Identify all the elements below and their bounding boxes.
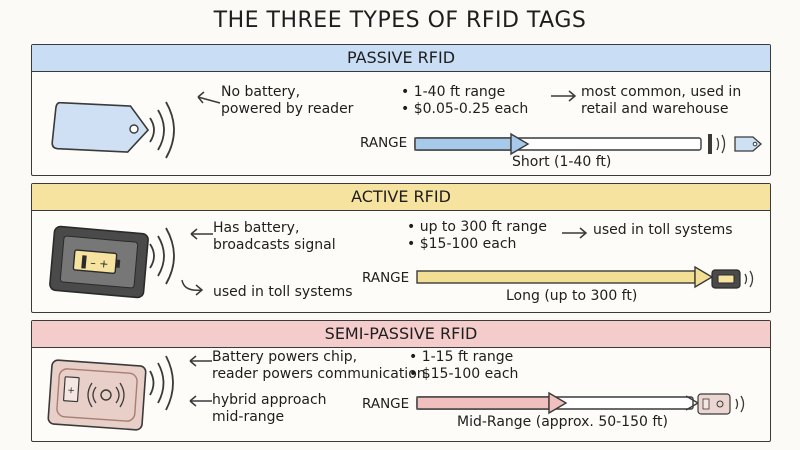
semi-range-label: RANGE — [362, 396, 410, 412]
active-desc-line: broadcasts signal — [213, 237, 336, 253]
passive-desc-line: powered by reader — [221, 101, 354, 117]
note-arrow-icon — [562, 227, 588, 239]
semi-range-bar — [416, 391, 700, 415]
passive-bullet: $0.05-0.25 each — [413, 101, 529, 117]
passive-header: PASSIVE RFID — [32, 45, 770, 72]
active-range-fill — [416, 270, 696, 284]
semi-bullet: $15-100 each — [421, 366, 519, 382]
active-range-sub: Long (up to 300 ft) — [506, 288, 638, 304]
semi-desc-line: reader powers communication — [212, 366, 426, 382]
pointer-arrow-icon — [197, 91, 221, 104]
curved-arrow-icon — [181, 279, 204, 296]
semi-range-sub: Mid-Range (approx. 50-150 ft) — [457, 414, 668, 430]
semi-desc: Battery powers chip, reader powers commu… — [212, 349, 426, 383]
semi-range-fill — [416, 396, 550, 410]
active-desc-line: Has battery, — [213, 220, 300, 236]
passive-note-line: retail and warehouse — [581, 101, 729, 117]
passive-range-label: RANGE — [360, 135, 408, 151]
small-battery-tag-icon — [711, 269, 754, 289]
active-range-bar — [416, 265, 714, 289]
active-bullet: $15-100 each — [419, 236, 517, 252]
semi-desc-line: Battery powers chip, — [212, 349, 358, 365]
battery-card-icon: ▌– + — [49, 225, 149, 299]
passive-panel: PASSIVE RFID No battery, powered by read… — [31, 44, 771, 176]
pointer-arrow-icon — [190, 228, 213, 240]
semi-desc2-line: mid-range — [212, 409, 285, 425]
svg-text:▌– +: ▌– + — [80, 254, 109, 270]
pointer-arrow-icon — [189, 395, 212, 407]
semi-bullet: 1-15 ft range — [421, 349, 514, 365]
active-note: used in toll systems — [593, 222, 733, 238]
passive-desc-line: No battery, — [221, 84, 301, 100]
semi-passive-panel: SEMI-PASSIVE RFID + Battery powers chip,… — [31, 320, 771, 442]
passive-bullet: 1-40 ft range — [413, 84, 506, 100]
active-desc2: used in toll systems — [213, 284, 353, 300]
note-arrow-icon — [551, 90, 577, 102]
signal-waves-icon — [149, 101, 175, 159]
active-desc: Has battery, broadcasts signal — [213, 220, 336, 254]
page-title: THE THREE TYPES OF RFID TAGS — [213, 8, 587, 33]
signal-waves-icon — [149, 227, 175, 285]
passive-desc: No battery, powered by reader — [221, 84, 353, 118]
passive-note: most common, used in retail and warehous… — [581, 84, 741, 118]
semi-bullets: • 1-15 ft range • $15-100 each — [409, 349, 519, 382]
semi-desc2-line: hybrid approach — [212, 392, 327, 408]
price-tag-icon — [51, 101, 150, 153]
battery-antenna-tag-icon: + — [47, 359, 147, 431]
small-tag-icon — [708, 134, 762, 154]
svg-text:+: + — [67, 386, 75, 397]
active-bullet: up to 300 ft range — [419, 219, 547, 235]
active-header: ACTIVE RFID — [32, 184, 770, 211]
active-range-label: RANGE — [362, 270, 410, 286]
pointer-arrow-icon — [189, 355, 212, 367]
signal-waves-icon — [149, 355, 174, 411]
active-bullets: • up to 300 ft range • $15-100 each — [407, 219, 547, 252]
semi-passive-header: SEMI-PASSIVE RFID — [32, 321, 770, 348]
passive-range-sub: Short (1-40 ft) — [512, 154, 612, 170]
passive-range-bar — [414, 132, 702, 156]
semi-desc2: hybrid approach mid-range — [212, 392, 327, 426]
passive-note-line: most common, used in — [581, 84, 742, 100]
small-semi-tag-icon — [697, 393, 745, 415]
active-panel: ACTIVE RFID ▌– + Has battery, broadcasts… — [31, 183, 771, 313]
passive-range-fill — [414, 137, 512, 151]
passive-bullets: • 1-40 ft range • $0.05-0.25 each — [401, 84, 529, 117]
